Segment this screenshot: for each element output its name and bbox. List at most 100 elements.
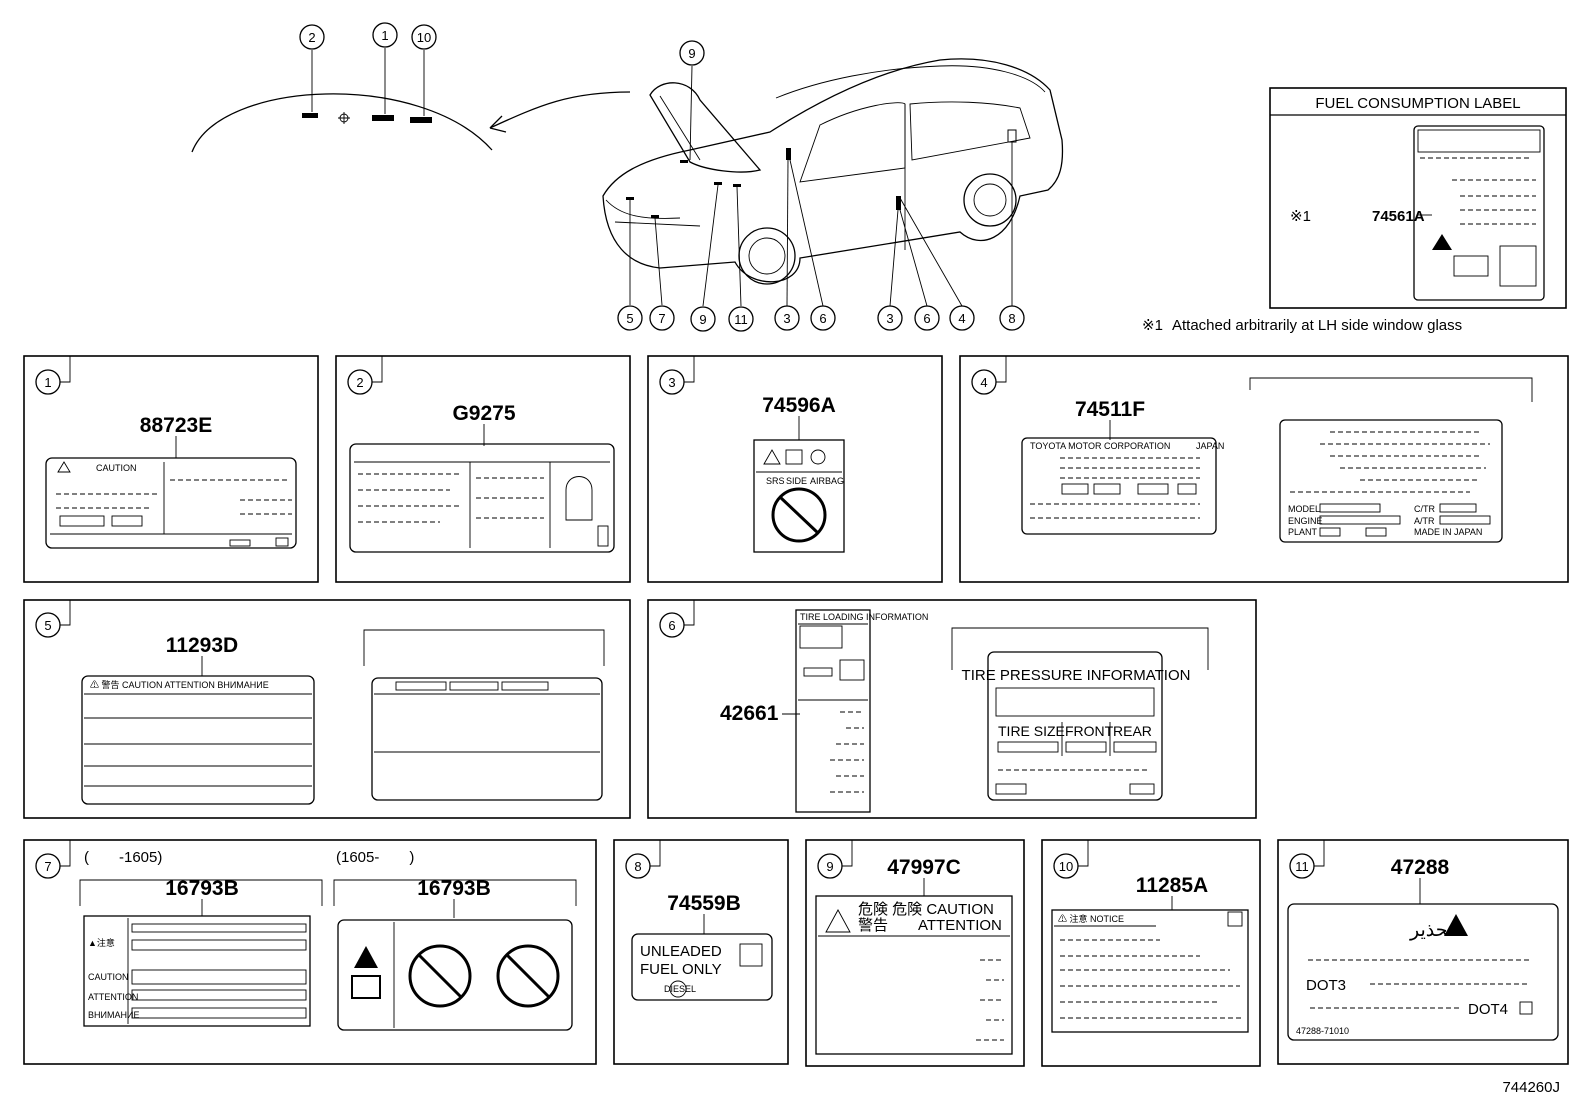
svg-text:CAUTION: CAUTION bbox=[96, 463, 137, 473]
panel-11: 11 47288 تحذير DOT3 DOT4 47288-71010 bbox=[1277, 839, 1569, 1065]
svg-text:6: 6 bbox=[668, 618, 675, 633]
svg-text:11: 11 bbox=[1295, 859, 1309, 874]
svg-text:2: 2 bbox=[356, 375, 363, 390]
panel-5: 5 11293D ⚠ 警告 CAUTION ATTENTION ВНИМАНИЕ bbox=[23, 599, 631, 819]
svg-text:SRS: SRS bbox=[766, 476, 785, 486]
svg-text:※1: ※1 bbox=[1290, 208, 1311, 225]
panel-2: 2 G9275 bbox=[335, 355, 631, 583]
svg-text:8: 8 bbox=[634, 859, 641, 874]
svg-text:6: 6 bbox=[819, 311, 826, 326]
svg-text:TIRE SIZE: TIRE SIZE bbox=[998, 723, 1065, 739]
drawing-number: 744260J bbox=[1502, 1079, 1560, 1096]
svg-text:10: 10 bbox=[1059, 859, 1073, 874]
panel-4: 4 74511F TOYOTA MOTOR CORPORATION JAPAN … bbox=[959, 355, 1569, 583]
callout-4-car: 4 bbox=[949, 305, 975, 331]
svg-text:▲注意: ▲注意 bbox=[88, 937, 115, 948]
svg-text:5: 5 bbox=[626, 311, 633, 326]
callout-1-top: 1 bbox=[372, 22, 398, 48]
callout-6-car-b: 6 bbox=[914, 305, 940, 331]
svg-text:1: 1 bbox=[381, 28, 388, 43]
svg-text:7: 7 bbox=[658, 311, 665, 326]
svg-text:MODEL: MODEL bbox=[1288, 504, 1320, 514]
callout-3-car-a: 3 bbox=[774, 305, 800, 331]
callout-9-car: 9 bbox=[690, 306, 716, 332]
callout-9-car-top: 9 bbox=[679, 40, 705, 66]
svg-text:( -1605): ( -1605) bbox=[84, 849, 162, 866]
callout-3-car-b: 3 bbox=[877, 305, 903, 331]
svg-text:⚠ 注意 NOTICE: ⚠ 注意 NOTICE bbox=[1058, 913, 1124, 924]
fuel-label-title: FUEL CONSUMPTION LABEL bbox=[1315, 95, 1520, 112]
callout-5-car: 5 bbox=[617, 305, 643, 331]
svg-text:7: 7 bbox=[44, 859, 51, 874]
svg-text:3: 3 bbox=[886, 311, 893, 326]
svg-text:AIRBAG: AIRBAG bbox=[810, 476, 844, 486]
part-16793B-late: 16793B bbox=[417, 877, 491, 900]
svg-text:10: 10 bbox=[417, 30, 431, 45]
svg-text:PLANT: PLANT bbox=[1288, 527, 1318, 537]
svg-text:5: 5 bbox=[44, 618, 51, 633]
panel-1: 1 88723E CAUTION bbox=[23, 355, 319, 583]
svg-text:JAPAN: JAPAN bbox=[1196, 441, 1224, 451]
svg-text:REAR: REAR bbox=[1113, 723, 1152, 739]
part-11285A: 11285A bbox=[1136, 874, 1208, 897]
svg-text:DOT4: DOT4 bbox=[1468, 1001, 1508, 1018]
panel-8: 8 74559B UNLEADED FUEL ONLY DIESEL bbox=[613, 839, 789, 1065]
svg-text:4: 4 bbox=[958, 311, 965, 326]
svg-text:ENGINE: ENGINE bbox=[1288, 516, 1323, 526]
part-47288: 47288 bbox=[1391, 856, 1450, 879]
svg-text:9: 9 bbox=[688, 46, 695, 61]
svg-text:CAUTION: CAUTION bbox=[88, 972, 129, 982]
callout-8-car: 8 bbox=[999, 305, 1025, 331]
svg-text:11: 11 bbox=[734, 312, 748, 327]
part-74559B: 74559B bbox=[667, 892, 741, 915]
svg-text:UNLEADED: UNLEADED bbox=[640, 943, 722, 960]
svg-text:危険 危険 CAUTION: 危険 危険 CAUTION bbox=[858, 901, 994, 918]
part-47997C: 47997C bbox=[887, 856, 961, 879]
svg-text:FRONT: FRONT bbox=[1065, 723, 1114, 739]
part-42661: 42661 bbox=[720, 702, 779, 725]
svg-text:TIRE LOADING INFORMATION: TIRE LOADING INFORMATION bbox=[800, 612, 928, 622]
svg-text:ВНИМАНИЕ: ВНИМАНИЕ bbox=[88, 1010, 139, 1020]
panel-7: 7 ( -1605) (1605- ) 16793B 16793B ▲注意 CA… bbox=[23, 839, 597, 1065]
svg-text:DIESEL: DIESEL bbox=[664, 984, 696, 994]
callout-2-top: 2 bbox=[299, 24, 325, 50]
svg-text:TOYOTA MOTOR CORPORATION: TOYOTA MOTOR CORPORATION bbox=[1030, 441, 1170, 451]
part-16793B-early: 16793B bbox=[165, 877, 239, 900]
callout-10-top: 10 bbox=[411, 24, 437, 50]
svg-text:C/TR: C/TR bbox=[1414, 504, 1435, 514]
svg-text:(1605- ): (1605- ) bbox=[336, 849, 414, 866]
windshield-detail bbox=[191, 48, 631, 153]
callout-7-car: 7 bbox=[649, 305, 675, 331]
svg-text:FUEL ONLY: FUEL ONLY bbox=[640, 961, 722, 978]
svg-text:ATTENTION: ATTENTION bbox=[88, 992, 138, 1002]
svg-text:8: 8 bbox=[1008, 311, 1015, 326]
panel-10: 10 11285A ⚠ 注意 NOTICE bbox=[1041, 839, 1261, 1067]
svg-text:SIDE: SIDE bbox=[786, 476, 807, 486]
panel-9: 9 47997C 危険 危険 CAUTION 警告 ATTENTION bbox=[805, 839, 1025, 1067]
part-74511F: 74511F bbox=[1075, 398, 1145, 421]
car-drawing bbox=[602, 58, 1064, 307]
panel-6: 6 TIRE LOADING INFORMATION 42661 TIRE PR… bbox=[647, 599, 1257, 819]
note-mark: ※1 bbox=[1142, 317, 1163, 334]
svg-text:47288-71010: 47288-71010 bbox=[1296, 1026, 1349, 1036]
tire-pressure-title: TIRE PRESSURE INFORMATION bbox=[962, 667, 1191, 684]
fuel-consumption-box: FUEL CONSUMPTION LABEL 74561A ※1 bbox=[1269, 87, 1567, 309]
svg-text:1: 1 bbox=[44, 375, 51, 390]
svg-text:9: 9 bbox=[826, 859, 833, 874]
svg-text:تحذير: تحذير bbox=[1409, 920, 1453, 941]
svg-text:4: 4 bbox=[980, 375, 987, 390]
svg-text:3: 3 bbox=[668, 375, 675, 390]
part-74596A: 74596A bbox=[762, 394, 836, 417]
panel-3: 3 74596A SRS SIDE AIRBAG bbox=[647, 355, 943, 583]
part-G9275: G9275 bbox=[452, 402, 515, 425]
svg-text:A/TR: A/TR bbox=[1414, 516, 1435, 526]
svg-text:警告 ATTENTION: 警告 ATTENTION bbox=[858, 917, 1002, 934]
part-11293D: 11293D bbox=[166, 634, 238, 657]
fuel-label-part: 74561A bbox=[1372, 208, 1425, 225]
svg-text:3: 3 bbox=[783, 311, 790, 326]
part-88723E: 88723E bbox=[140, 414, 212, 437]
callout-6-car-a: 6 bbox=[810, 305, 836, 331]
callout-11-car: 11 bbox=[728, 306, 754, 332]
svg-text:6: 6 bbox=[923, 311, 930, 326]
